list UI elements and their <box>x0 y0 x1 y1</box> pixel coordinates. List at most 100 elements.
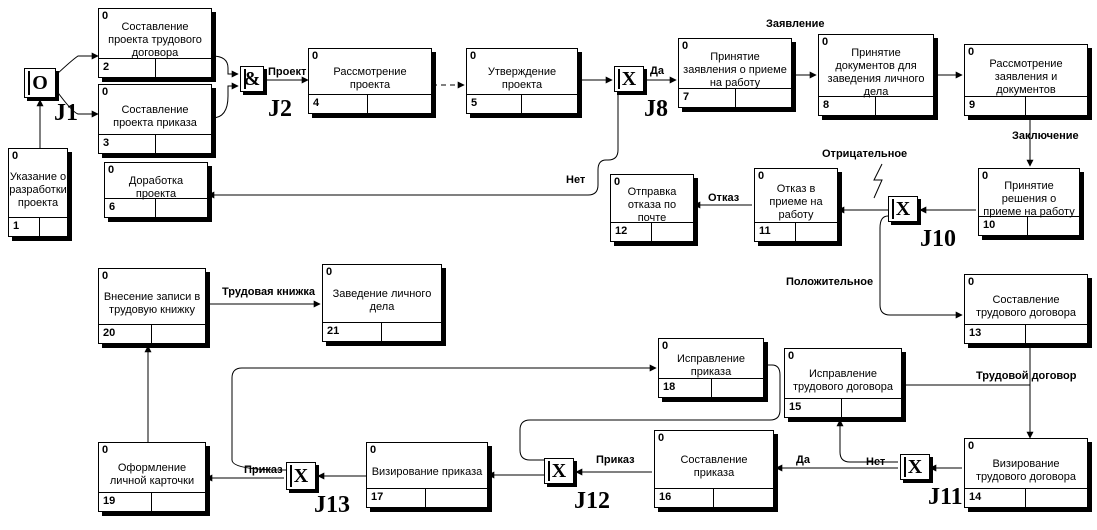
box-number: 20 <box>103 327 116 339</box>
footer-divider <box>1025 325 1026 343</box>
box-footer: 21 <box>323 322 441 341</box>
process-box-9[interactable]: 0 Рассмотрение заявления и документов 9 <box>964 44 1088 116</box>
box-counter: 0 <box>968 440 975 452</box>
box-footer: 19 <box>99 492 205 511</box>
junction-symbol: X <box>293 464 309 487</box>
junction-symbol: O <box>32 71 48 94</box>
footer-divider <box>381 323 382 341</box>
arrow-j1-to-2 <box>55 52 99 76</box>
box-number: 21 <box>327 325 340 337</box>
junction-label-j2: J2 <box>268 96 292 122</box>
box-number: 4 <box>313 97 320 109</box>
junction-symbol: X <box>907 455 923 478</box>
box-counter: 0 <box>102 270 109 282</box>
box-label: Оформление личной карточки <box>109 461 195 487</box>
footer-divider <box>425 489 426 507</box>
box-counter: 0 <box>102 86 109 98</box>
box-label: Указание о разработки проекта <box>9 170 67 209</box>
box-footer: 1 <box>9 217 67 236</box>
junction-j12[interactable]: X <box>544 458 574 484</box>
process-box-16[interactable]: 0 Составление приказа 16 <box>654 430 774 508</box>
process-box-15[interactable]: 0 Исправление трудового договора 15 <box>784 348 902 418</box>
process-box-20[interactable]: 0 Внесение записи в трудовую книжку 20 <box>98 268 206 344</box>
arrow-j1-to-3 <box>55 89 99 118</box>
junction-j1[interactable]: O <box>24 68 56 98</box>
box-counter: 0 <box>614 176 621 188</box>
junction-symbol: X <box>895 197 911 220</box>
process-box-21[interactable]: 0 Заведение личного дела 21 <box>322 264 442 342</box>
junction-label-j1: J1 <box>54 100 78 126</box>
footer-divider <box>521 95 522 113</box>
box-counter: 0 <box>682 40 689 52</box>
process-box-11[interactable]: 0 Отказ в приеме на работу 11 <box>754 168 838 242</box>
junction-label-j8: J8 <box>644 96 668 122</box>
footer-divider <box>367 95 368 113</box>
box-footer: 8 <box>819 96 933 115</box>
process-box-12[interactable]: 0 Отправка отказа по почте 12 <box>610 174 694 242</box>
arrow-label-prikaz-j13: Приказ <box>244 464 283 476</box>
box-number: 15 <box>789 401 802 413</box>
footer-divider <box>151 325 152 343</box>
process-box-5[interactable]: 0 Утверждение проекта 5 <box>466 48 578 114</box>
footer-divider <box>155 199 156 217</box>
footer-divider <box>711 379 712 397</box>
box-number: 13 <box>969 327 982 339</box>
arrow-j10-to-13 <box>879 215 963 319</box>
box-footer: 7 <box>679 88 791 107</box>
junction-j10[interactable]: X <box>888 196 918 222</box>
box-label: Составление трудового договора <box>976 293 1076 319</box>
arrow-label-net-j8: Нет <box>566 174 586 186</box>
box-number: 5 <box>471 97 478 109</box>
box-label: Рассмотрение заявления и документов <box>989 58 1063 96</box>
box-number: 6 <box>109 201 116 213</box>
junction-bar <box>548 461 550 481</box>
arrow-label-prikaz-j12: Приказ <box>596 454 635 466</box>
box-label: Рассмотрение проекта <box>333 65 407 91</box>
process-box-6[interactable]: 0 Доработка проекта 6 <box>104 162 208 218</box>
arrow-j8-to-6 <box>207 94 619 199</box>
box-counter: 0 <box>968 46 975 58</box>
box-footer: 14 <box>965 488 1087 507</box>
junction-bar <box>244 69 246 89</box>
footer-divider <box>151 493 152 511</box>
process-box-18[interactable]: 0 Исправление приказа 18 <box>658 338 764 398</box>
process-box-2[interactable]: 0 Составление проекта трудового договора… <box>98 8 212 78</box>
process-box-17[interactable]: 0 Визирование приказа 17 <box>366 442 488 508</box>
box-number: 16 <box>659 491 672 503</box>
arrow-2-to-j2 <box>211 55 239 78</box>
box-footer: 12 <box>611 222 693 241</box>
box-number: 19 <box>103 495 116 507</box>
arrow-label-zayavlenie: Заявление <box>766 18 825 30</box>
box-label: Составление приказа <box>680 453 748 479</box>
process-box-7[interactable]: 0 Принятие заявления о приеме на работу … <box>678 38 792 108</box>
process-box-10[interactable]: 0 Принятие решения о приеме на работу 10 <box>978 168 1080 236</box>
junction-symbol: X <box>621 67 637 90</box>
process-box-13[interactable]: 0 Составление трудового договора 13 <box>964 274 1088 344</box>
junction-bar <box>290 465 292 487</box>
arrow-label-proekt: Проект <box>268 66 307 78</box>
process-box-8[interactable]: 0 Принятие документов для заведения личн… <box>818 34 934 116</box>
box-footer: 4 <box>309 94 431 113</box>
footer-divider <box>1027 217 1028 235</box>
box-footer: 9 <box>965 96 1087 115</box>
junction-bar <box>28 71 30 95</box>
box-number: 3 <box>103 137 110 149</box>
box-number: 18 <box>663 381 676 393</box>
junction-label-j13: J13 <box>314 492 350 518</box>
process-box-3[interactable]: 0 Составление проекта приказа 3 <box>98 84 212 154</box>
box-number: 7 <box>683 91 690 103</box>
box-footer: 11 <box>755 222 837 241</box>
junction-j2[interactable]: & <box>240 66 264 92</box>
box-number: 9 <box>969 99 976 111</box>
process-box-14[interactable]: 0 Визирование трудового договора 14 <box>964 438 1088 508</box>
box-footer: 18 <box>659 378 763 397</box>
box-label: Принятие решения о приеме на работу <box>983 180 1075 218</box>
process-box-1[interactable]: 0 Указание о разработки проекта 1 <box>8 148 68 237</box>
junction-j8[interactable]: X <box>614 66 644 92</box>
process-box-19[interactable]: 0 Оформление личной карточки 19 <box>98 442 206 512</box>
junction-j11[interactable]: X <box>900 454 930 480</box>
junction-j13[interactable]: X <box>286 462 316 490</box>
process-box-4[interactable]: 0 Рассмотрение проекта 4 <box>308 48 432 114</box>
arrow-label-otkaz: Отказ <box>708 192 740 204</box>
